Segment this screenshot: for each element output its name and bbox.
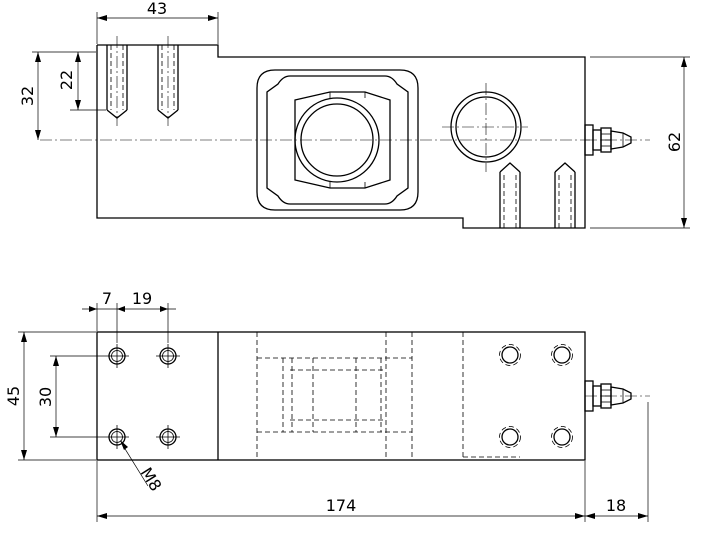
bottom-hole-4 <box>155 424 181 450</box>
dim-62-label: 62 <box>665 132 684 152</box>
bottom-hole-1 <box>104 343 130 369</box>
dim-62: 62 <box>590 56 690 229</box>
bottom-hidden-pocket <box>256 332 520 460</box>
dim-45: 45 <box>4 331 96 461</box>
dim-32-label: 32 <box>18 86 37 106</box>
top-view-body-outline <box>96 44 586 229</box>
dim-30-label: 30 <box>36 387 55 407</box>
dim-43: 43 <box>96 0 219 44</box>
top-left-threaded-holes <box>106 36 179 126</box>
dim-18-label: 18 <box>606 496 626 515</box>
top-view: 43 32 22 62 <box>18 0 690 229</box>
dim-174-18: 174 18 <box>96 402 649 522</box>
thread-callout-m8: M8 <box>120 440 165 494</box>
bottom-hole-2 <box>155 343 181 369</box>
bottom-hole-5 <box>498 343 522 367</box>
dim-19-label: 19 <box>132 289 152 308</box>
dim-32: 32 <box>18 51 96 140</box>
dim-174-label: 174 <box>326 496 357 515</box>
dim-m8-label: M8 <box>137 464 166 494</box>
dim-43-label: 43 <box>147 0 167 18</box>
bottom-view: 7 19 45 30 M8 <box>4 289 650 522</box>
top-right-threaded-holes <box>499 162 576 228</box>
bottom-hole-6 <box>550 343 574 367</box>
dim-7-19: 7 19 <box>82 289 176 343</box>
dim-22-label: 22 <box>57 70 76 90</box>
dim-30: 30 <box>36 355 105 438</box>
overload-bore <box>442 83 528 172</box>
dim-22: 22 <box>57 52 106 111</box>
bottom-hole-8 <box>550 425 574 449</box>
dim-7-label: 7 <box>102 289 112 308</box>
strain-gauge-pocket <box>256 69 419 211</box>
bottom-hole-7 <box>498 425 522 449</box>
dim-45-label: 45 <box>4 386 23 406</box>
